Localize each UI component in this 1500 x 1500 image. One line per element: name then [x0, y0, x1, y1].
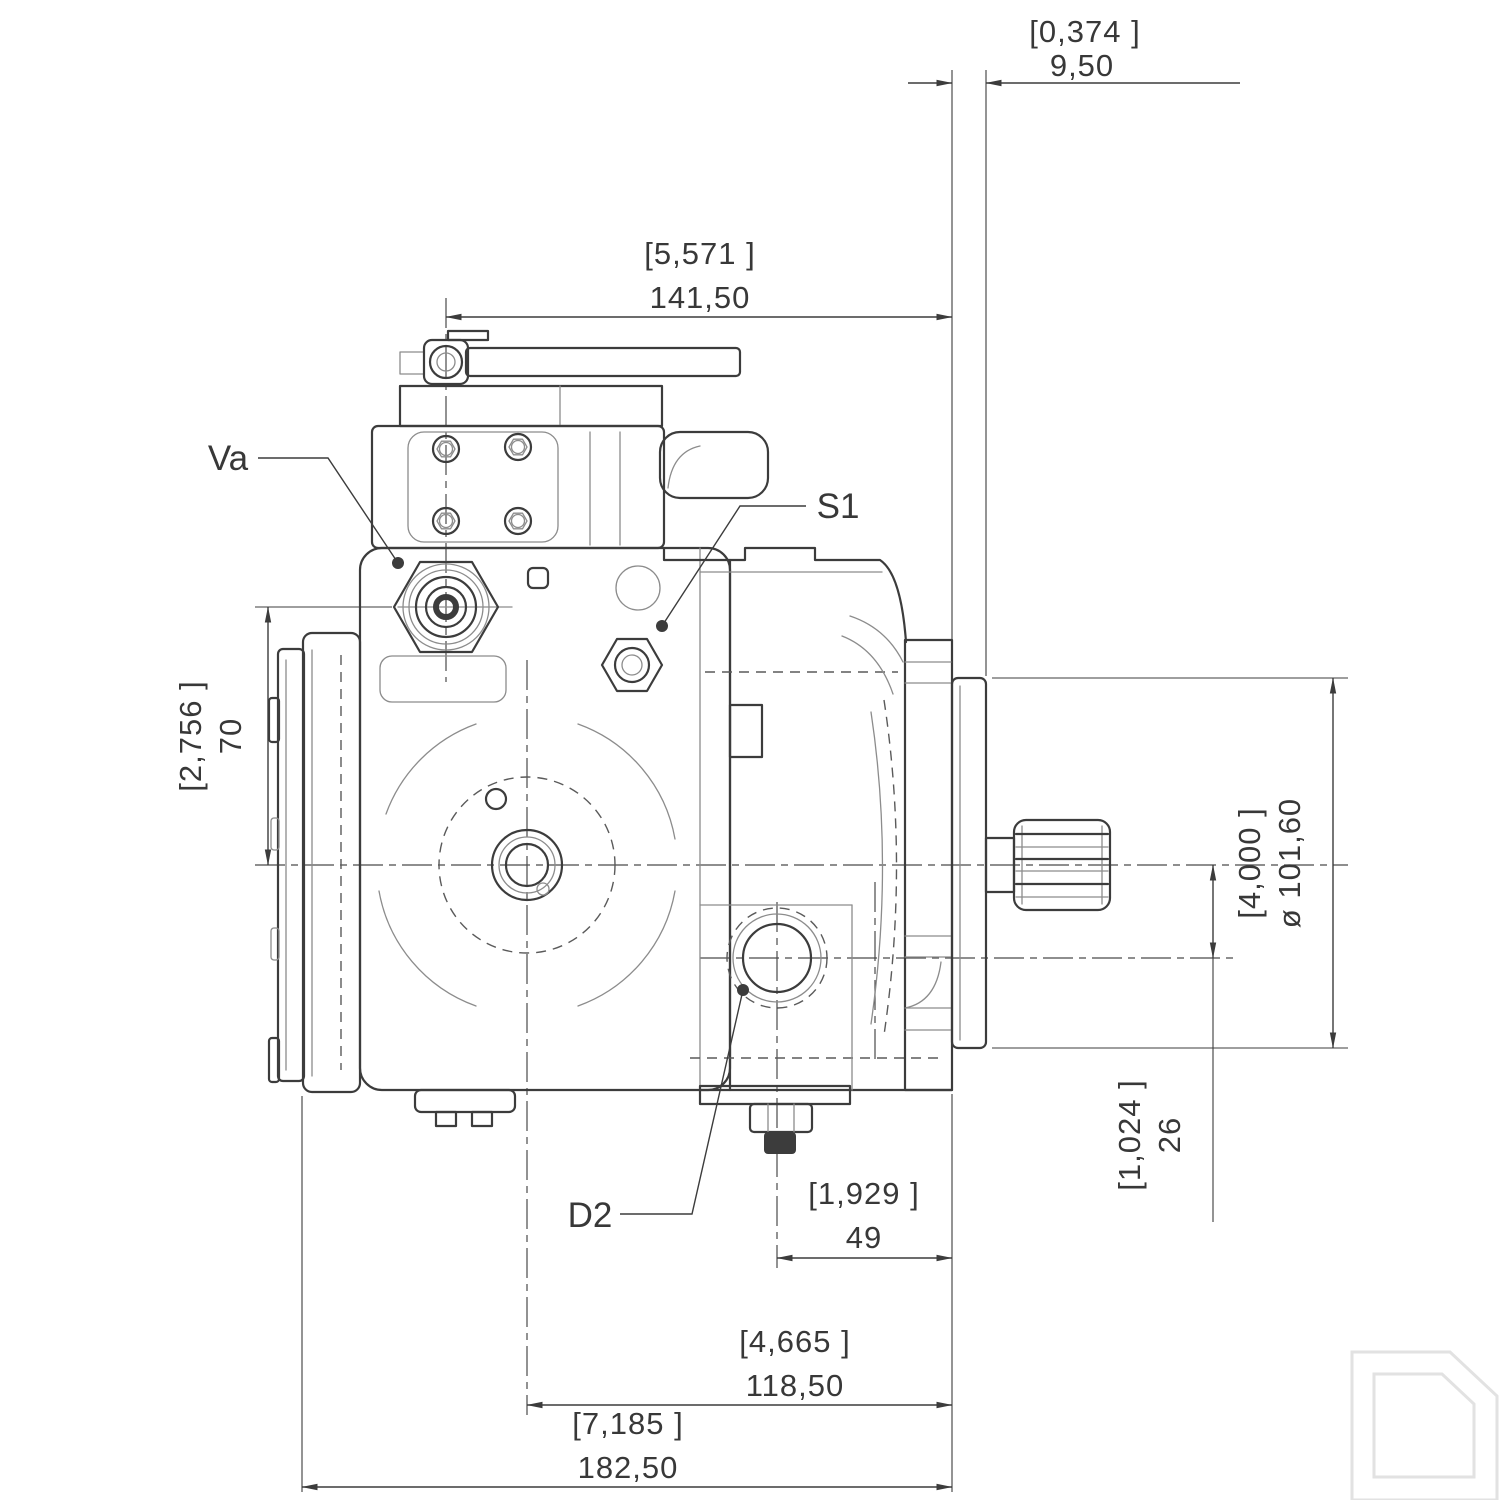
dim-axis-to-va-in: [2,756 ]	[173, 680, 208, 791]
control-bolt	[503, 432, 533, 462]
mounting-flange	[950, 676, 988, 1050]
dim-centerline-to-mount-face-mm: 118,50	[746, 1368, 845, 1403]
rear-housing	[698, 615, 954, 1092]
dimension-d2-to-mount-face: [1,929 ] 49	[776, 1094, 953, 1492]
dim-pilot-diameter-mm: ø 101,60	[1272, 798, 1307, 928]
drain-plug	[698, 1084, 852, 1154]
dim-d2-to-mount-face-mm: 49	[846, 1220, 882, 1255]
dim-lever-to-flange-mm: 141,50	[650, 280, 751, 315]
va-port	[379, 560, 507, 703]
leader-s1: S1	[656, 487, 859, 632]
dim-flange-offset-mm: 9,50	[1050, 48, 1114, 83]
control-lever	[399, 329, 742, 386]
control-bolt	[503, 506, 533, 536]
dim-axis-to-va-mm: 70	[213, 718, 248, 754]
leader-va: Va	[208, 439, 404, 569]
leader-d2: D2	[568, 984, 749, 1235]
dim-pilot-diameter-in: [4,000 ]	[1232, 807, 1267, 918]
end-cap-plate	[301, 631, 362, 1094]
control-bolt	[431, 434, 461, 464]
dimension-flange-offset: [0,374 ] 9,50	[908, 14, 1240, 676]
main-housing	[358, 546, 945, 1092]
dimension-centerline-to-mount-face: [4,665 ] 118,50	[526, 1324, 953, 1409]
dim-centerline-to-mount-face-in: [4,665 ]	[739, 1324, 850, 1359]
port-label-d2: D2	[568, 1196, 613, 1235]
port-label-va: Va	[208, 439, 249, 478]
dim-axis-to-d2-in: [1,024 ]	[1112, 1079, 1147, 1190]
dim-flange-offset-in: [0,374 ]	[1029, 14, 1140, 49]
watermark-logo	[1350, 1350, 1499, 1500]
dimension-pilot-diameter: [4,000 ] ø 101,60	[992, 677, 1348, 1049]
dimension-overall-length: [7,185 ] 182,50	[301, 1096, 953, 1492]
control-housing	[370, 384, 770, 550]
d2-port	[699, 904, 853, 1091]
dimension-lever-to-flange: [5,571 ] 141,50	[445, 236, 953, 321]
mounting-foot	[413, 1088, 517, 1128]
pump-body	[267, 329, 1112, 1154]
dim-d2-to-mount-face-in: [1,929 ]	[808, 1176, 919, 1211]
dim-overall-length-mm: 182,50	[578, 1450, 679, 1485]
dim-overall-length-in: [7,185 ]	[572, 1406, 683, 1441]
centerlines	[255, 298, 1348, 1415]
control-bolt	[431, 506, 461, 536]
dimension-axis-to-va: [2,756 ] 70	[173, 606, 392, 866]
s1-ports	[600, 546, 908, 693]
dim-axis-to-d2-mm: 26	[1152, 1117, 1187, 1153]
dimension-axis-to-d2: [1,024 ] 26	[1112, 864, 1217, 1222]
port-label-s1: S1	[817, 487, 860, 526]
drive-shaft-spline	[984, 818, 1112, 912]
dim-lever-to-flange-in: [5,571 ]	[644, 236, 755, 271]
